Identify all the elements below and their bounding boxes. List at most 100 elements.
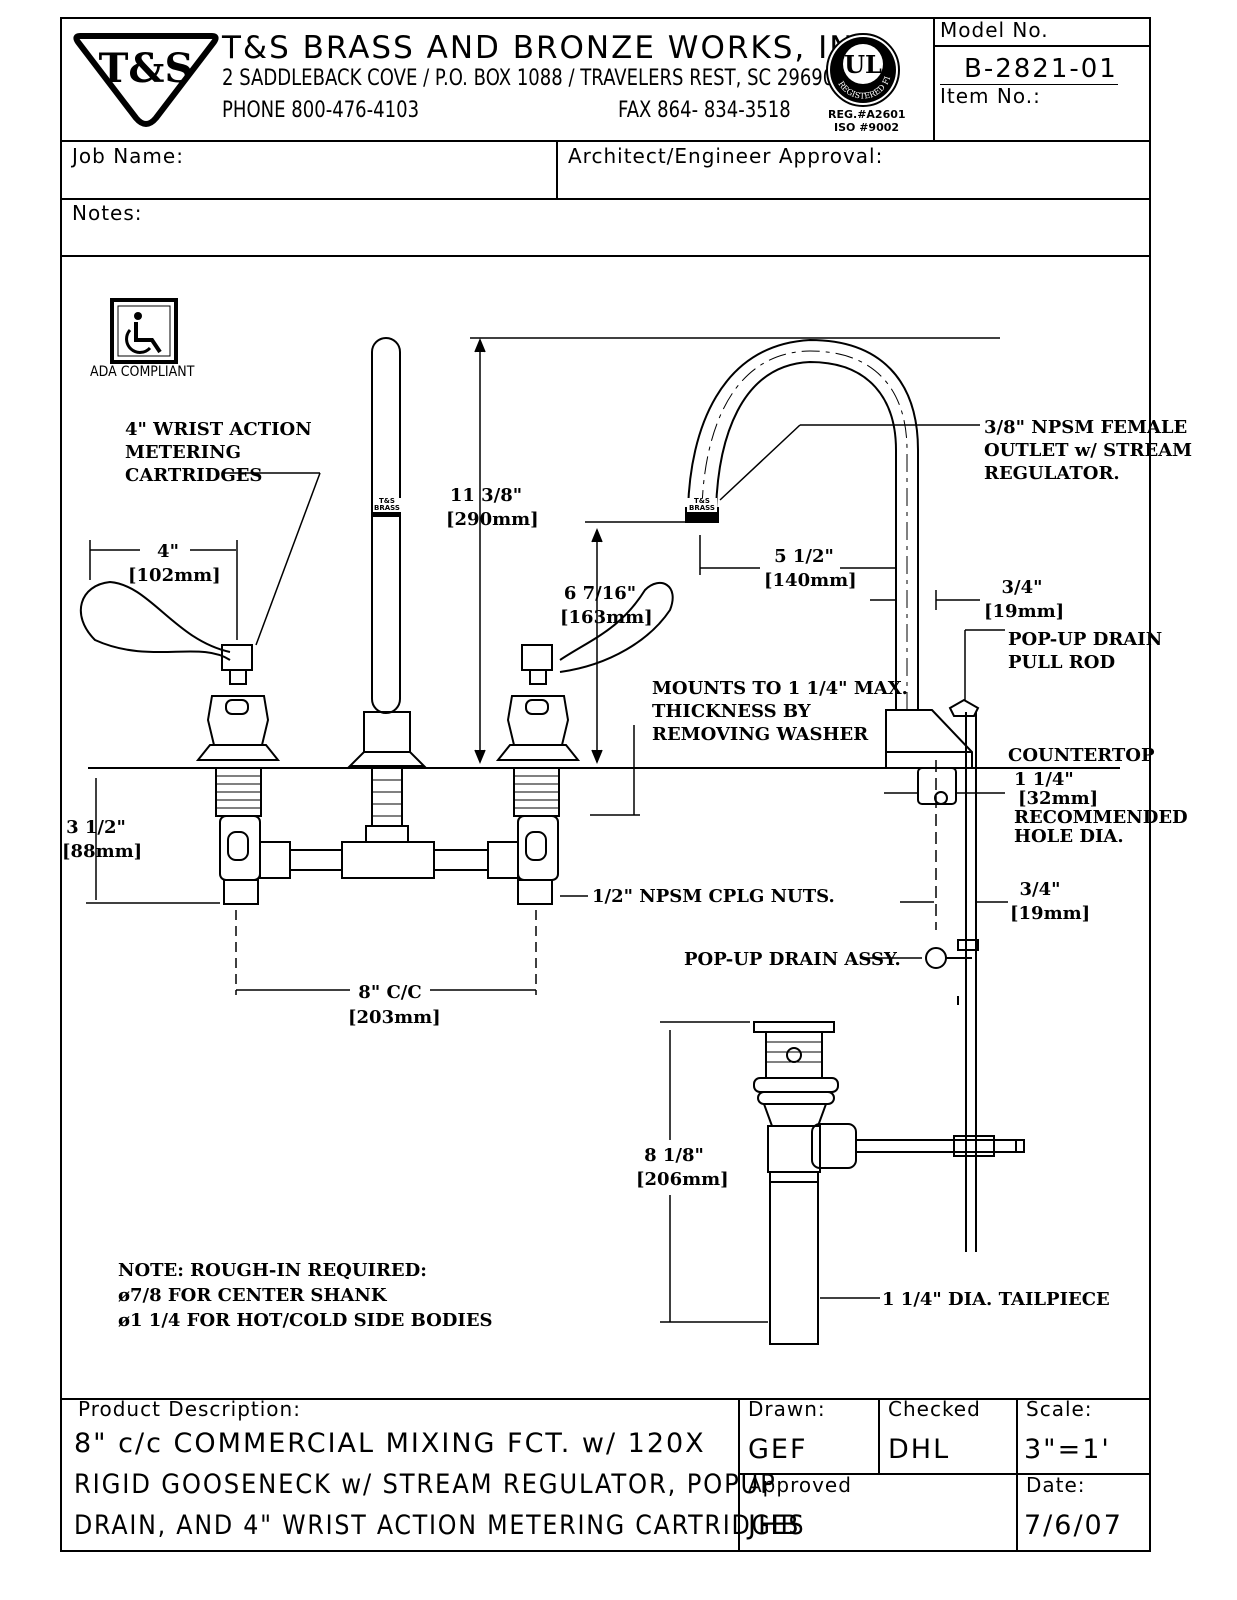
model-number: B-2821-01 — [964, 54, 1118, 84]
model-underline — [940, 84, 1118, 85]
gooseneck-side — [685, 338, 980, 1252]
dim-value: 3/4" — [1019, 879, 1061, 900]
dim-metric: [140mm] — [764, 570, 857, 591]
body-depth-dimension: 3 1/2" [88mm] — [62, 816, 143, 864]
callout-line: 3/8" NPSM FEMALE — [984, 417, 1188, 438]
footer-top-divider — [60, 1398, 1151, 1400]
footer-mid-divider — [738, 1473, 1151, 1475]
centers-dimension: 8" C/C [203mm] — [348, 980, 441, 1030]
job-name-label[interactable]: Job Name: — [72, 144, 184, 168]
shank-diameter-dimension: 3/4" [19mm] — [1010, 878, 1091, 926]
spout-diameter-dimension: 3/4" [19mm] — [984, 576, 1065, 624]
spout-height-dimension: 11 3/8" [290mm] — [446, 484, 539, 532]
callout-line: METERING — [125, 442, 241, 463]
description-line-3: DRAIN, AND 4" WRIST ACTION METERING CART… — [74, 1510, 806, 1541]
callout-line: REMOVING WASHER — [652, 724, 869, 745]
dim-value: 6 7/16" — [563, 583, 637, 604]
job-row-divider — [60, 198, 1151, 200]
brand-tag-line1: T&S — [694, 497, 710, 505]
company-address: 2 SADDLEBACK COVE / P.O. BOX 1088 / TRAV… — [222, 66, 835, 91]
dim-value: 1 1/4" — [1014, 769, 1074, 790]
drawn-value: GEF — [748, 1434, 808, 1465]
job-architect-divider — [556, 141, 558, 199]
notes-row-divider — [60, 255, 1151, 257]
notes-label[interactable]: Notes: — [72, 201, 143, 225]
approved-value: JHB — [748, 1510, 801, 1541]
dim-metric: [163mm] — [560, 607, 653, 628]
dim-metric: [290mm] — [446, 509, 539, 530]
dim-metric: [19mm] — [1010, 903, 1091, 924]
company-name: T&S BRASS AND BRONZE WORKS, INC. — [222, 30, 890, 66]
wrist-action-callout: 4" WRIST ACTION METERING CARTRIDGES — [125, 418, 312, 487]
pull-rod-callout: POP-UP DRAIN PULL ROD — [1008, 628, 1162, 674]
right-valve — [495, 581, 674, 905]
spout-brand-tag: T&S BRASS — [373, 498, 401, 512]
callout-line: HOLE DIA. — [1014, 826, 1124, 847]
dim-value: 8 1/8" — [644, 1145, 704, 1166]
outlet-callout: 3/8" NPSM FEMALE OUTLET w/ STREAM REGULA… — [984, 416, 1192, 485]
dim-metric: [203mm] — [348, 1007, 441, 1028]
reg-number: REG.#A2601 — [828, 108, 906, 121]
approved-label: Approved — [748, 1473, 852, 1497]
dim-value: 3/4" — [1001, 577, 1043, 598]
hole-diameter-callout: 1 1/4" [32mm] RECOMMENDED HOLE DIA. — [1014, 770, 1188, 846]
description-line-1: 8" c/c COMMERCIAL MIXING FCT. w/ 120X — [74, 1428, 706, 1459]
callout-line: REGULATOR. — [984, 463, 1120, 484]
item-label: Item No.: — [940, 84, 1041, 108]
dim-value: 4" — [157, 541, 179, 562]
dim-metric: [206mm] — [636, 1169, 729, 1190]
dim-value: 3 1/2" — [66, 817, 126, 838]
dim-value: 5 1/2" — [774, 546, 834, 567]
faucet-drawing — [79, 298, 1120, 1345]
product-description-label: Product Description: — [78, 1397, 301, 1421]
note-line: NOTE: ROUGH-IN REQUIRED: — [118, 1260, 427, 1281]
dim-metric: [102mm] — [128, 565, 221, 586]
dim-metric: [19mm] — [984, 601, 1065, 622]
callout-line: POP-UP DRAIN — [1008, 629, 1163, 650]
ul-text: UL — [844, 50, 882, 79]
date-label: Date: — [1026, 1473, 1086, 1497]
drain-length-dimension: 8 1/8" [206mm] — [636, 1144, 729, 1192]
sheet-border — [60, 17, 1151, 1552]
drain-assembly-callout: POP-UP DRAIN ASSY. — [684, 949, 901, 970]
dim-value: 8" C/C — [358, 982, 422, 1003]
brand-tag-line1: T&S — [379, 497, 395, 505]
rough-in-note: NOTE: ROUGH-IN REQUIRED: ø7/8 FOR CENTER… — [118, 1258, 493, 1333]
note-line: ø1 1/4 FOR HOT/COLD SIDE BODIES — [118, 1310, 493, 1331]
callout-line: PULL ROD — [1008, 652, 1116, 673]
callout-line: CARTRIDGES — [125, 465, 263, 486]
callout-line: THICKNESS BY — [652, 701, 811, 722]
ada-icon — [110, 298, 178, 364]
footer-vertical-1 — [738, 1398, 740, 1552]
iso-number: ISO #9002 — [834, 121, 900, 134]
brand-tag-line2: BRASS — [374, 504, 400, 512]
dim-metric: [32mm] — [1018, 788, 1099, 809]
checked-value: DHL — [888, 1434, 951, 1465]
left-valve — [79, 580, 281, 905]
model-box — [933, 17, 1151, 142]
note-line: ø7/8 FOR CENTER SHANK — [118, 1285, 387, 1306]
scale-value: 3"=1' — [1024, 1434, 1111, 1465]
footer-vertical-3 — [1016, 1398, 1018, 1552]
popup-drain — [753, 947, 1025, 1345]
drawn-label: Drawn: — [748, 1397, 826, 1421]
spout-clearance-dimension: 6 7/16" [163mm] — [560, 582, 653, 630]
callout-line: RECOMMENDED — [1014, 807, 1188, 828]
gooseneck-brand-tag: T&S BRASS — [687, 498, 717, 512]
handle-dimension: 4" [102mm] — [128, 540, 221, 588]
header-band — [60, 17, 1151, 142]
ada-compliant-label: ADA COMPLIANT — [90, 364, 195, 380]
coupling-nuts-callout: 1/2" NPSM CPLG NUTS. — [592, 886, 835, 907]
callout-line: MOUNTS TO 1 1/4" MAX. — [652, 678, 908, 699]
checked-label: Checked — [888, 1397, 981, 1421]
tailpiece-callout: 1 1/4" DIA. TAILPIECE — [882, 1289, 1110, 1310]
architect-approval-label[interactable]: Architect/Engineer Approval: — [568, 144, 884, 168]
callout-line: OUTLET w/ STREAM — [984, 440, 1193, 461]
dim-metric: [88mm] — [62, 841, 143, 862]
callout-line: 4" WRIST ACTION — [125, 419, 312, 440]
company-phone: PHONE 800-476-4103 — [222, 98, 420, 123]
dim-value: 11 3/8" — [449, 485, 523, 506]
mounting-callout: MOUNTS TO 1 1/4" MAX. THICKNESS BY REMOV… — [652, 677, 908, 746]
brand-tag-line2: BRASS — [689, 504, 715, 512]
dimension-lines — [86, 337, 1008, 1323]
